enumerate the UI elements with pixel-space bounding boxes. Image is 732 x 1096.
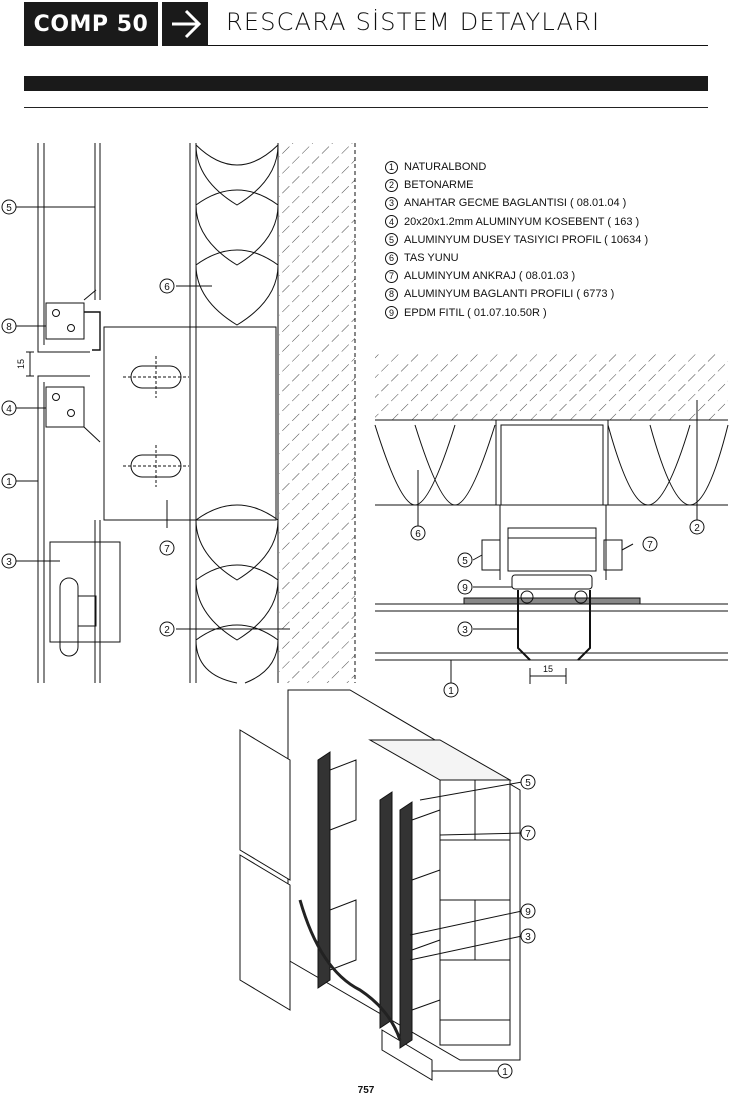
header-band	[24, 76, 708, 91]
plan-dimension: 15	[543, 664, 553, 674]
section-callout-label: 2	[164, 625, 170, 636]
legend-item: 7 ALUMINYUM ANKRAJ ( 08.01.03 )	[385, 267, 648, 285]
plan-callout-label: 6	[415, 529, 421, 540]
section-callout-label: 4	[6, 404, 12, 415]
legend-number: 4	[385, 215, 398, 229]
iso-callout-label: 5	[525, 778, 531, 789]
legend-number: 8	[385, 288, 398, 302]
legend-text: TAS YUNU	[404, 252, 459, 265]
iso-callout-label: 1	[502, 1067, 508, 1078]
iso-callout-label: 3	[525, 932, 531, 943]
section-callout-label: 8	[6, 322, 12, 333]
legend-number: 1	[385, 160, 398, 174]
legend-number: 6	[385, 251, 398, 265]
plan-callout-labels: 6 2 5 7 9 3 1 15	[415, 523, 700, 697]
legend-item: 2 BETONARME	[385, 176, 648, 194]
iso-callout-labels: 5 7 9 3 1	[502, 778, 531, 1078]
legend-item: 3 ANAHTAR GECME BAGLANTISI ( 08.01.04 )	[385, 194, 648, 212]
plan-callout-label: 7	[647, 540, 653, 551]
section-callout-labels: 5 8 4 1 3 6 7 2 15	[6, 203, 170, 636]
legend-item: 1 NATURALBOND	[385, 158, 648, 176]
section-callouts	[1, 199, 290, 637]
page-title: RESCARA SİSTEM DETAYLARI	[226, 8, 601, 36]
legend-number: 2	[385, 178, 398, 192]
horizontal-plan	[375, 352, 728, 684]
legend-text: NATURALBOND	[404, 161, 487, 173]
legend-item: 8 ALUMINYUM BAGLANTI PROFILI ( 6773 )	[385, 285, 648, 303]
legend-number: 7	[385, 269, 398, 283]
legend-number: 9	[385, 306, 398, 320]
vertical-section	[26, 143, 356, 683]
section-callout-label: 5	[6, 203, 12, 214]
arrow-right-icon	[162, 2, 208, 46]
iso-callout-label: 7	[525, 829, 531, 840]
plan-callout-label: 2	[694, 523, 700, 534]
legend-text: ALUMINYUM ANKRAJ ( 08.01.03 )	[404, 270, 576, 283]
section-callout-label: 3	[6, 557, 12, 568]
legend-text: BETONARME	[404, 179, 474, 192]
iso-callout-label: 9	[525, 907, 531, 918]
legend-text: ALUMINYUM DUSEY TASIYICI PROFIL ( 10634 …	[404, 233, 649, 246]
plan-callout-label: 9	[462, 583, 468, 594]
insulation-waves	[195, 144, 279, 684]
legend-text: 20x20x1.2mm ALUMINYUM KOSEBENT ( 163 )	[404, 215, 640, 228]
plan-callouts	[410, 400, 705, 698]
section-callout-label: 7	[164, 544, 170, 555]
plan-callout-label: 5	[462, 556, 468, 567]
section-callout-label: 6	[164, 282, 170, 293]
legend-text: EPDM FITIL ( 01.07.10.50R )	[404, 306, 547, 319]
legend-item: 5 ALUMINYUM DUSEY TASIYICI PROFIL ( 10634…	[385, 231, 648, 249]
plan-insulation	[374, 424, 729, 506]
legend: 1 NATURALBOND 2 BETONARME 3 ANAHTAR GECME BAG…	[385, 158, 648, 322]
header-rule	[208, 45, 708, 46]
legend-item: 9 EPDM FITIL ( 01.07.10.50R )	[385, 304, 648, 322]
isometric-view	[239, 689, 536, 1081]
legend-item: 6 TAS YUNU	[385, 249, 648, 267]
plan-callout-label: 3	[462, 625, 468, 636]
legend-number: 5	[385, 233, 398, 247]
plan-callout-label: 1	[448, 686, 454, 697]
legend-text: ANAHTAR GECME BAGLANTISI ( 08.01.04 )	[404, 197, 627, 210]
section-code-badge: COMP 50	[24, 2, 158, 46]
section-dimension: 15	[16, 359, 26, 369]
legend-number: 3	[385, 197, 398, 210]
legend-item: 4 20x20x1.2mm ALUMINYUM KOSEBENT ( 163 )	[385, 213, 648, 231]
section-callout-label: 1	[6, 477, 12, 488]
divider	[24, 107, 708, 108]
page-number: 757	[357, 1085, 375, 1096]
legend-text: ALUMINYUM BAGLANTI PROFILI ( 6773 )	[404, 288, 615, 301]
